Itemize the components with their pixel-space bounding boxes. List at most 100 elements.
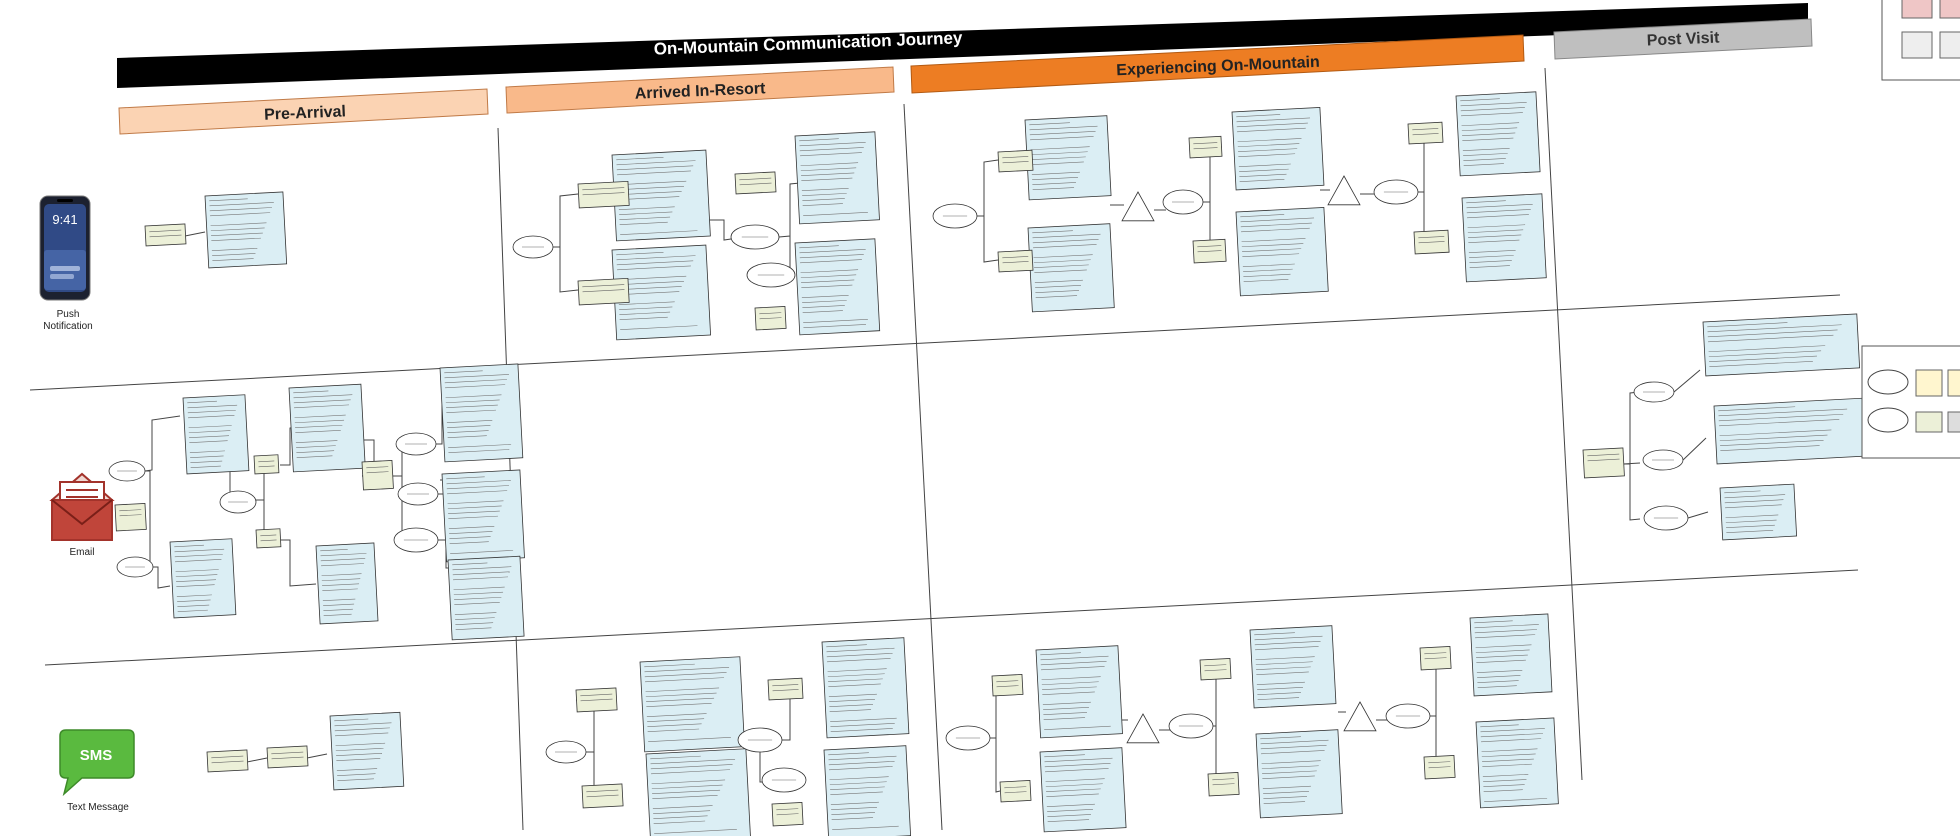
message-note-text-line xyxy=(1725,514,1779,519)
message-note-text-line xyxy=(1032,182,1077,186)
flow-step-text-line xyxy=(996,685,1019,688)
flow-step-text-line xyxy=(211,755,244,759)
message-note-text-line xyxy=(800,269,859,274)
message-note-text-line xyxy=(187,404,238,409)
message-note-text-line xyxy=(828,693,877,698)
message-note-text-line xyxy=(453,576,509,581)
message-note-text-line xyxy=(1482,774,1529,778)
message-note-text-line xyxy=(1260,745,1327,750)
message-note-text-line xyxy=(1263,801,1306,804)
message-note-text-line xyxy=(1481,738,1542,743)
message-note-text-line xyxy=(1254,635,1323,641)
message-note-text-line xyxy=(1468,239,1520,244)
message-note-text-line xyxy=(174,548,225,553)
message-note-text-line xyxy=(323,603,355,607)
message-note-text-line xyxy=(647,728,700,732)
message-note-text-line xyxy=(175,559,222,563)
flow-step-text-line xyxy=(1412,128,1439,131)
message-note-text-line xyxy=(1236,114,1281,118)
message-note-text-line xyxy=(455,622,494,626)
message-note-text-line xyxy=(1240,214,1285,218)
message-note-text-line xyxy=(826,644,867,648)
message-note-text-line xyxy=(1035,285,1081,289)
flow-step-text-line xyxy=(586,794,619,798)
message-note-text-line xyxy=(803,211,868,216)
message-note-text-line xyxy=(799,147,864,152)
message-note-text-line xyxy=(645,692,717,698)
flow-step-box xyxy=(255,528,282,549)
message-note-text-line xyxy=(618,206,675,211)
message-note-text-line xyxy=(1460,107,1525,112)
sms-bubble-icon: SMS xyxy=(59,729,135,797)
message-note-text-line xyxy=(1481,748,1538,753)
message-note-text-line xyxy=(1047,814,1092,818)
message-note-text-line xyxy=(446,476,485,480)
message-note-text-line xyxy=(454,596,502,601)
message-note-text-line xyxy=(1707,322,1788,328)
message-note-text-line xyxy=(653,815,708,820)
flow-step-text-line xyxy=(1204,664,1227,667)
message-note-text-line xyxy=(336,758,381,762)
message-note-text-line xyxy=(1726,529,1774,534)
message-note-text-line xyxy=(802,310,843,313)
message-note-text-line xyxy=(1468,234,1522,239)
message-note-text-line xyxy=(1718,408,1848,417)
message-note-text-line xyxy=(828,752,869,756)
message-note xyxy=(1235,206,1329,297)
message-note-text-line xyxy=(176,594,212,598)
message-note-text-line xyxy=(1262,785,1311,790)
message-note-text-line xyxy=(827,658,891,663)
flow-step-text-line xyxy=(366,466,389,469)
message-note-text-line xyxy=(1047,809,1093,813)
flow-step-text-line xyxy=(582,284,625,288)
message-note-text-line xyxy=(1239,179,1285,182)
message-note-text-line xyxy=(1718,406,1796,412)
message-note-text-line xyxy=(829,699,875,703)
flow-step-text-line xyxy=(1587,453,1620,457)
message-note-text-line xyxy=(1709,355,1817,363)
message-note-text-line xyxy=(296,450,335,454)
message-note-text-line xyxy=(1460,102,1527,107)
message-note-text-line xyxy=(1243,273,1291,278)
message-note-text-line xyxy=(827,668,887,673)
message-note-text-line xyxy=(647,718,705,723)
message-note-text-line xyxy=(448,515,498,520)
connector-line xyxy=(153,566,171,589)
flow-step-box xyxy=(266,745,309,769)
message-note-text-line xyxy=(1257,692,1302,696)
message-note-text-line xyxy=(211,232,263,237)
message-note-text-line xyxy=(1243,279,1289,282)
message-note-text-line xyxy=(210,222,267,227)
message-note-text-line xyxy=(1045,768,1109,773)
message-note-text-line xyxy=(829,709,872,712)
message-note-text-line xyxy=(801,294,849,299)
message-note-text-line xyxy=(1033,244,1097,249)
connector-line xyxy=(184,231,206,237)
message-note-text-line xyxy=(1254,641,1321,646)
message-note-text-line xyxy=(1257,697,1300,700)
message-note-text-line xyxy=(1041,681,1099,686)
message-note-text-line xyxy=(1040,655,1109,661)
message-note xyxy=(1469,613,1553,697)
message-note-text-line xyxy=(446,485,510,490)
message-note-text-line xyxy=(802,305,845,309)
flow-step-text-line xyxy=(1424,657,1447,660)
message-note-text-line xyxy=(189,440,228,444)
message-note-text-line xyxy=(293,390,329,394)
flow-step-box xyxy=(361,460,394,491)
message-note-text-line xyxy=(826,653,893,658)
flow-step-text-line xyxy=(1004,786,1027,789)
legend-panel-mid xyxy=(1861,345,1960,459)
flow-step-text-line xyxy=(1197,250,1222,253)
flow-step-text-line xyxy=(366,471,389,474)
flow-step-text-line xyxy=(258,460,275,463)
message-note-text-line xyxy=(1256,681,1305,686)
message-note-text-line xyxy=(296,455,333,458)
message-note-text-line xyxy=(1029,122,1070,126)
flow-step-box xyxy=(114,503,147,532)
message-note-text-line xyxy=(828,683,881,688)
message-note-text-line xyxy=(1466,204,1533,209)
message-note-text-line xyxy=(1474,624,1539,629)
message-note-text-line xyxy=(832,825,899,830)
message-note-text-line xyxy=(1044,763,1111,768)
